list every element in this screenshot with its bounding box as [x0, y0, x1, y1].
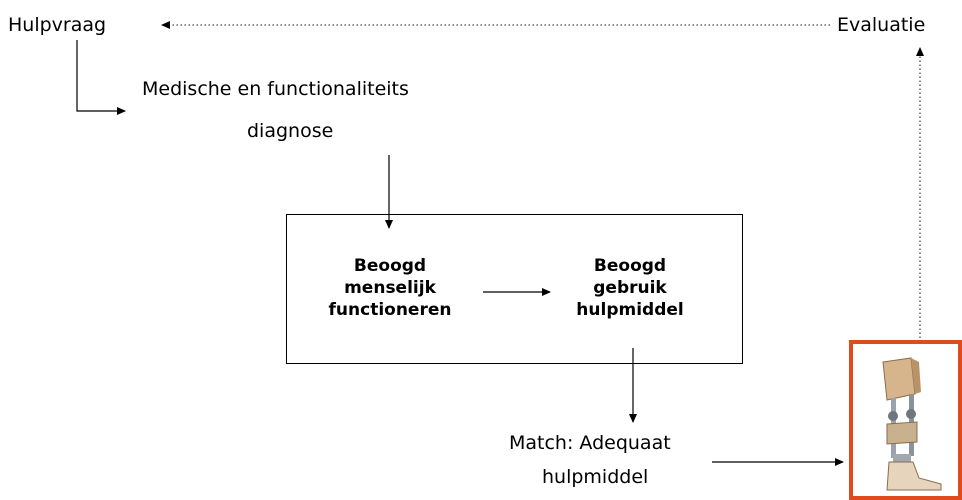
leg-orthosis-icon	[882, 357, 942, 491]
node-gebruik-line2: gebruik	[593, 278, 667, 298]
node-match-line1: Match: Adequaat	[509, 432, 671, 454]
node-diagnose-line1: Medische en functionaliteits	[142, 78, 409, 100]
node-functioneren-line3: functioneren	[328, 300, 452, 320]
node-hulpvraag: Hulpvraag	[8, 14, 107, 36]
process-box	[286, 214, 743, 364]
node-evaluatie: Evaluatie	[837, 14, 926, 36]
node-gebruik-line1: Beoogd	[593, 256, 667, 276]
node-functioneren-line1: Beoogd	[353, 256, 427, 276]
node-gebruik: Beoogd gebruik hulpmiddel	[560, 255, 700, 321]
node-functioneren: Beoogd menselijk functioneren	[315, 255, 465, 321]
node-match-line2: hulpmiddel	[542, 466, 649, 488]
node-diagnose-line2: diagnose	[247, 120, 334, 142]
leg-orthosis-photo	[849, 340, 962, 500]
node-gebruik-line3: hulpmiddel	[576, 300, 684, 320]
node-functioneren-line2: menselijk	[344, 278, 436, 298]
arrow-hulpvraag-to-diagnose	[76, 40, 126, 115]
